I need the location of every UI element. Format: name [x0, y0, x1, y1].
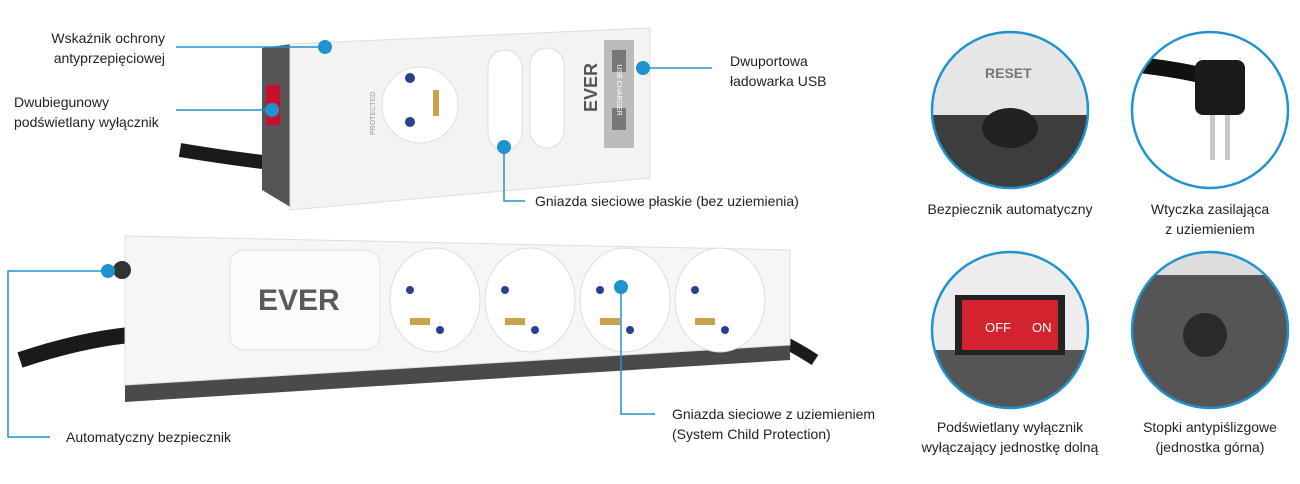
- flat-socket: [487, 49, 523, 151]
- brand-logo: EVER: [581, 63, 601, 112]
- callout-line: Gniazda sieciowe z uziemieniem: [672, 406, 876, 422]
- callout-auto-fuse: Automatyczny bezpiecznik: [66, 429, 231, 445]
- callout-line: (System Child Protection): [672, 426, 831, 442]
- callout-line: Dwuportowa: [730, 53, 808, 69]
- protected-label: PROTECTED: [370, 92, 377, 135]
- callout-line: Wskaźnik ochrony: [51, 30, 165, 46]
- usb-port: [612, 50, 626, 72]
- strip-body: [289, 27, 651, 211]
- callout-flat-sockets: Gniazda sieciowe płaskie (bez uziemienia…: [535, 193, 799, 209]
- cable: [17, 327, 131, 368]
- detail-caption-plug: Wtyczka zasilająca z uziemieniem: [1110, 199, 1300, 239]
- switch-on-label: ON: [1032, 320, 1052, 335]
- callout-bipolar-switch: Dwubiegunowy podświetlany wyłącznik: [14, 92, 159, 132]
- socket: [381, 66, 459, 144]
- caption-line: (jednostka górna): [1155, 439, 1265, 455]
- usb-port: [612, 108, 626, 130]
- ground-pin: [433, 90, 439, 116]
- switch-off-label: OFF: [985, 320, 1011, 335]
- callout-surge-indicator: Wskaźnik ochrony antyprzepięciowej: [20, 28, 165, 68]
- callout-line: ładowarka USB: [730, 73, 827, 89]
- flat-socket: [529, 47, 565, 149]
- reset-button: [113, 261, 131, 279]
- caption-line: wyłączający jednostkę dolną: [921, 439, 1099, 455]
- side-panel: [262, 44, 292, 208]
- caption-line: Podświetlany wyłącznik: [936, 419, 1084, 435]
- detail-caption-switch: Podświetlany wyłącznik wyłączający jedno…: [895, 417, 1125, 457]
- usb-charger-label: USB CHARGER: [615, 64, 622, 115]
- caption-line: Stopki antypiślizgowe: [1143, 419, 1277, 435]
- caption-line: Bezpiecznik automatyczny: [927, 201, 1093, 217]
- detail-feet: [1132, 252, 1288, 408]
- callout-grounded-sockets: Gniazda sieciowe z uziemieniem (System C…: [672, 404, 875, 444]
- detail-caption-fuse: Bezpiecznik automatyczny: [910, 199, 1110, 219]
- upper-power-strip: USB CHARGER EVER PROTECTED: [178, 27, 651, 211]
- brand-logo: EVER: [258, 284, 340, 317]
- callout-usb-charger: Dwuportowa ładowarka USB: [730, 51, 827, 91]
- callout-line: podświetlany wyłącznik: [14, 114, 159, 130]
- detail-circle-borders: [930, 30, 1290, 410]
- detail-caption-feet: Stopki antypiślizgowe (jednostka górna): [1110, 417, 1300, 457]
- callout-line: antyprzepięciowej: [53, 50, 165, 66]
- callout-line: Dwubiegunowy: [14, 94, 109, 110]
- callout-lines: [7, 46, 712, 438]
- lower-power-strip: EVER: [17, 235, 819, 402]
- reset-label: RESET: [985, 65, 1032, 81]
- caption-line: z uziemieniem: [1165, 221, 1255, 237]
- caption-line: Wtyczka zasilająca: [1150, 201, 1270, 217]
- callout-dots: [101, 40, 650, 294]
- detail-reset-fuse: RESET: [932, 32, 1088, 188]
